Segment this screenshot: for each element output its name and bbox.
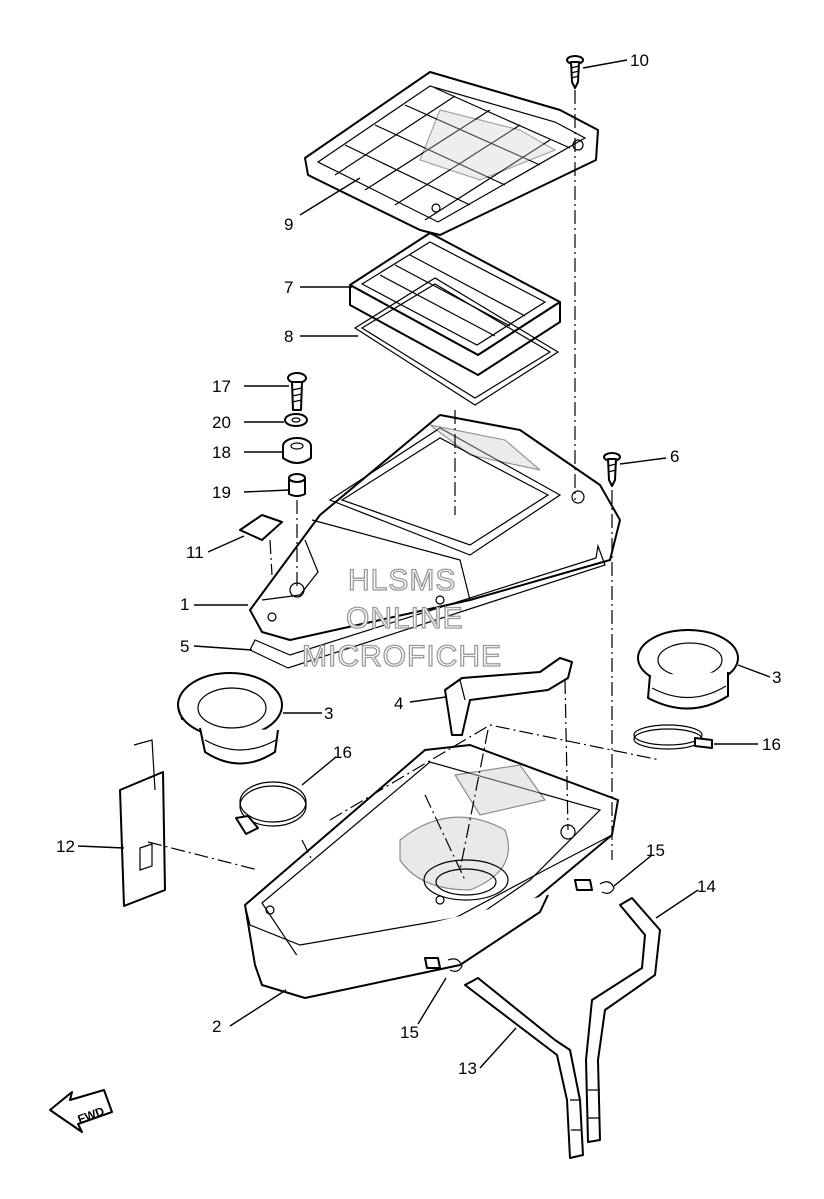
callout-15-lower: 15: [400, 1023, 419, 1042]
callout-5: 5: [180, 637, 189, 656]
part-16-clamp-right: [633, 724, 713, 750]
callout-6: 6: [670, 447, 679, 466]
callout-14: 14: [697, 877, 716, 896]
part-15-clip-upper: [574, 879, 615, 894]
part-6-screw: [603, 452, 621, 487]
callout-8: 8: [284, 327, 293, 346]
callout-3-right: 3: [772, 668, 781, 687]
fwd-direction-arrow: FWD: [49, 1089, 113, 1133]
callout-7: 7: [284, 278, 293, 297]
leader-lines: [77, 59, 771, 1069]
part-1-air-cleaner-upper-case: [249, 414, 621, 641]
callout-1: 1: [180, 595, 189, 614]
part-12-caution-label: [119, 739, 166, 907]
callout-19: 19: [212, 483, 231, 502]
part-18-grommet: [282, 437, 312, 464]
callout-labels: 10 9 7 8 17 20 18 19 6 11 1 5 3 4 3 16 1…: [56, 51, 781, 1078]
callout-12: 12: [56, 837, 75, 856]
callout-18: 18: [212, 443, 231, 462]
part-7-air-filter: [349, 232, 561, 376]
part-11-label: [239, 514, 283, 541]
part-19-collar: [288, 473, 306, 497]
callout-9: 9: [284, 215, 293, 234]
callout-2: 2: [212, 1017, 221, 1036]
callout-4: 4: [394, 694, 403, 713]
part-13-drain-hose: [464, 977, 584, 1159]
callout-20: 20: [212, 413, 231, 432]
callout-17: 17: [212, 377, 231, 396]
watermark-line-3: MICROFICHE: [302, 640, 502, 673]
callout-3-left: 3: [324, 704, 333, 723]
watermark: HLSMS ONLINE MICROFICHE: [301, 563, 502, 673]
part-4-breather-pipe: [444, 657, 573, 736]
callout-13: 13: [458, 1059, 477, 1078]
part-14-drain-hose: [585, 897, 661, 1143]
watermark-line-2: ONLINE: [346, 602, 464, 635]
watermark-line-1: HLSMS: [348, 564, 456, 597]
part-10-screw: [566, 55, 584, 89]
part-20-washer: [284, 413, 308, 427]
callout-16-right: 16: [762, 735, 781, 754]
part-15-clip-lower: [424, 957, 463, 972]
callout-16-left: 16: [333, 743, 352, 762]
part-17-bolt: [287, 372, 307, 411]
part-8-gasket: [353, 277, 560, 406]
part-2-air-cleaner-lower-case: [244, 744, 619, 999]
part-9-intake-cover: [304, 71, 599, 236]
callout-10: 10: [630, 51, 649, 70]
callout-11: 11: [186, 543, 204, 562]
part-16-clamp-left: [235, 781, 307, 835]
part-3-joint-left: [177, 672, 283, 765]
part-3-joint-right: [637, 629, 739, 710]
callout-15-upper: 15: [646, 841, 665, 860]
alignment-lines: [147, 90, 661, 881]
part-5-case-seal: [249, 543, 606, 669]
